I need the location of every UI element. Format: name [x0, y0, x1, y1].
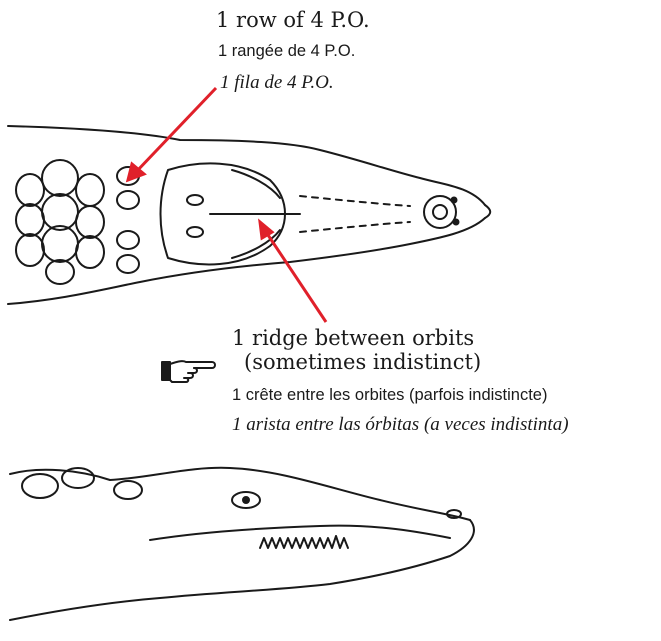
pointing-hand-icon	[160, 356, 218, 386]
snout-tip	[485, 205, 490, 218]
arrow-postoccipital	[136, 88, 216, 172]
dorsal-head-view	[8, 126, 490, 304]
jaw-line	[150, 526, 450, 540]
side-upper-outline	[10, 468, 470, 520]
label-postoccipital-fr: 1 rangée de 4 P.O.	[218, 42, 355, 61]
nuchal-scutes	[16, 160, 104, 284]
head-outline-upper	[8, 126, 485, 205]
label-postoccipital-en: 1 row of 4 P.O.	[216, 8, 370, 32]
callout-arrows	[128, 88, 326, 322]
label-postoccipital-es: 1 fila de 4 P.O.	[220, 72, 334, 94]
label-ridge-fr: 1 crête entre les orbites (parfois indis…	[232, 386, 547, 405]
arrow-interorbital-ridge	[266, 232, 326, 322]
teeth	[260, 536, 348, 548]
label-ridge-es: 1 arista entre las órbitas (a veces indi…	[232, 414, 569, 436]
label-ridge-en-line1: 1 ridge between orbits	[232, 326, 474, 350]
label-ridge-en-line2: (sometimes indistinct)	[244, 350, 481, 374]
side-lower-outline	[10, 520, 474, 620]
postoccipital-scutes	[117, 167, 139, 273]
lateral-head-view	[10, 468, 474, 620]
